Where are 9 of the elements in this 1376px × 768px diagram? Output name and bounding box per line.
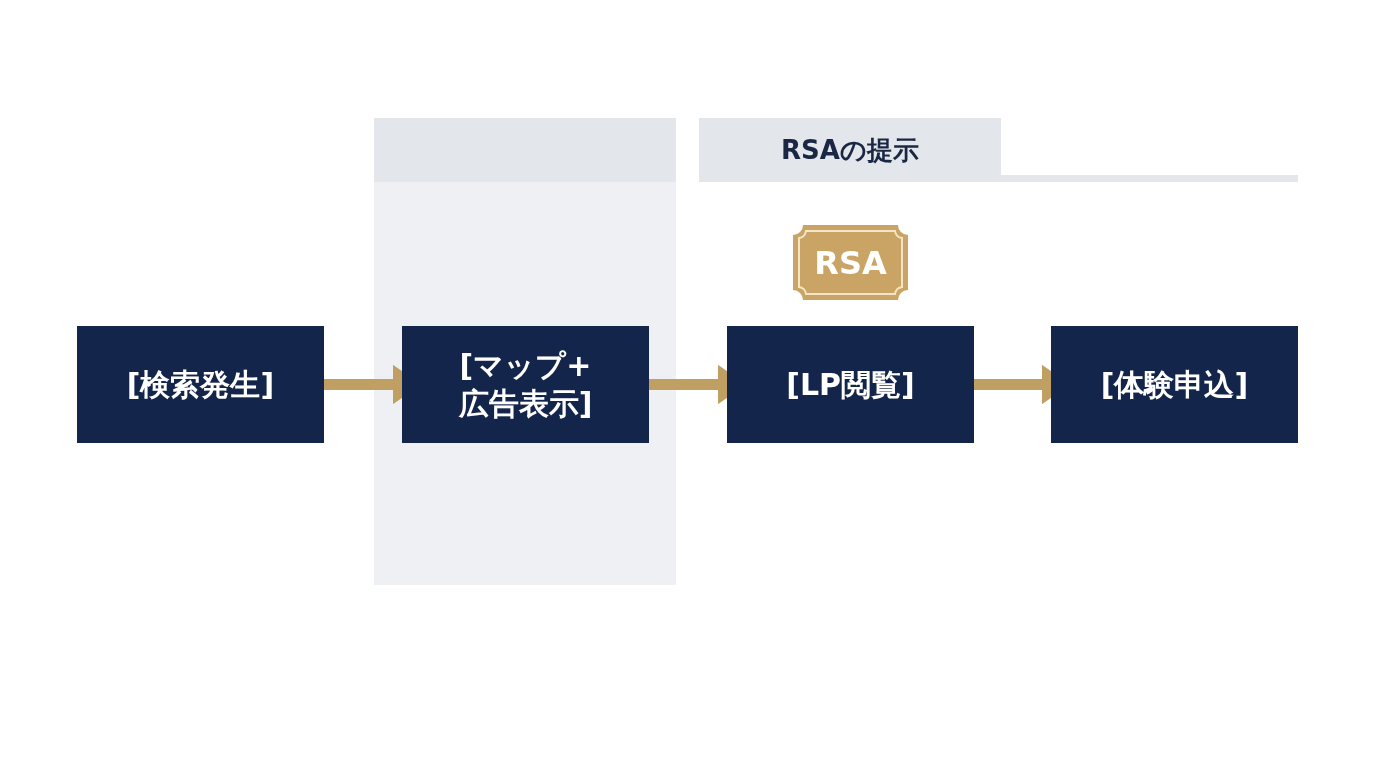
process-box: [LP閲覧] — [727, 326, 974, 443]
column-band — [374, 118, 676, 585]
process-box: [検索発生] — [77, 326, 324, 443]
header-band — [699, 118, 1001, 182]
ticket-badge: RSA — [793, 225, 908, 300]
process-box: [体験申込] — [1051, 326, 1298, 443]
process-box: [マップ+広告表示] — [402, 326, 649, 443]
header-text: RSAの提示 — [781, 133, 919, 167]
header-band — [374, 118, 676, 182]
